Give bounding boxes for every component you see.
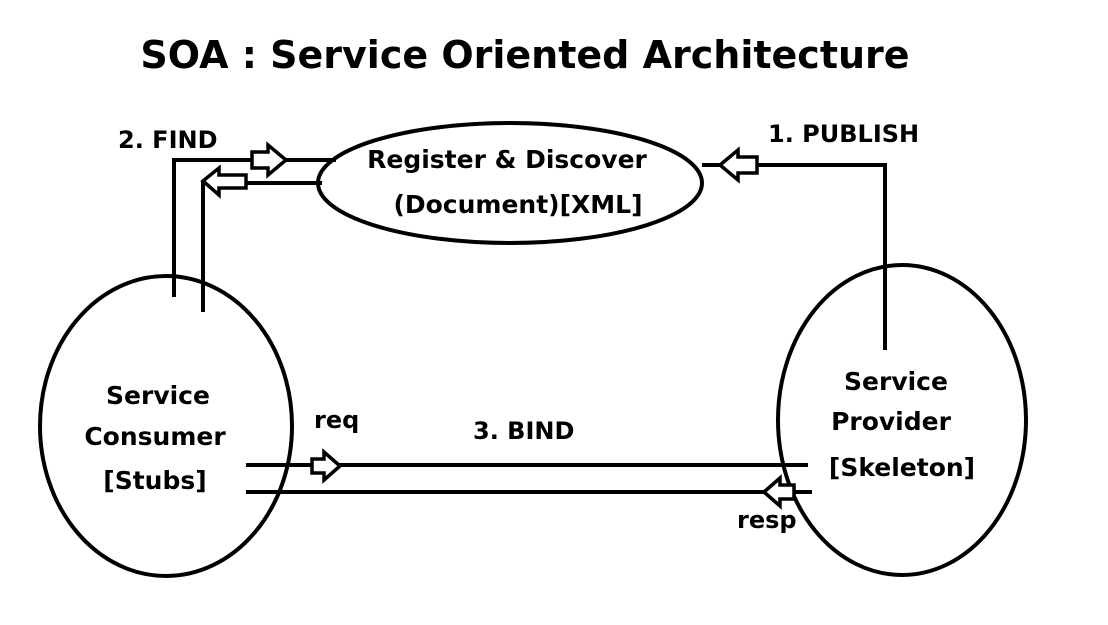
- consumer-label-line3: [Stubs]: [103, 466, 206, 495]
- find-query-connector: [172, 158, 336, 297]
- bind-label: 3. BIND: [473, 417, 574, 445]
- publish-label: 1. PUBLISH: [768, 120, 919, 148]
- find-query-arrow-icon: [250, 141, 289, 179]
- request-arrow-icon: [310, 448, 343, 484]
- publish-connector: [702, 163, 887, 350]
- registry-label-line2: (Document)[XML]: [393, 190, 642, 219]
- provider-label-line3: [Skeleton]: [829, 453, 975, 482]
- response-arrow-icon: [761, 474, 796, 510]
- find-label: 2. FIND: [118, 126, 218, 154]
- consumer-label-line1: Service: [106, 381, 210, 410]
- provider-node: [776, 263, 1028, 577]
- response-label: resp: [737, 506, 797, 534]
- consumer-label-line2: Consumer: [84, 422, 226, 451]
- provider-label-line1: Service: [844, 367, 948, 396]
- find-result-arrow-icon: [200, 164, 248, 199]
- consumer-node: [38, 274, 294, 578]
- request-label: req: [314, 406, 359, 434]
- registry-label-line1: Register & Discover: [367, 145, 647, 174]
- diagram-title: SOA : Service Oriented Architecture: [140, 33, 909, 77]
- provider-label-line2: Provider: [831, 407, 952, 436]
- registry-node: [316, 121, 704, 245]
- publish-arrow-icon: [717, 146, 759, 184]
